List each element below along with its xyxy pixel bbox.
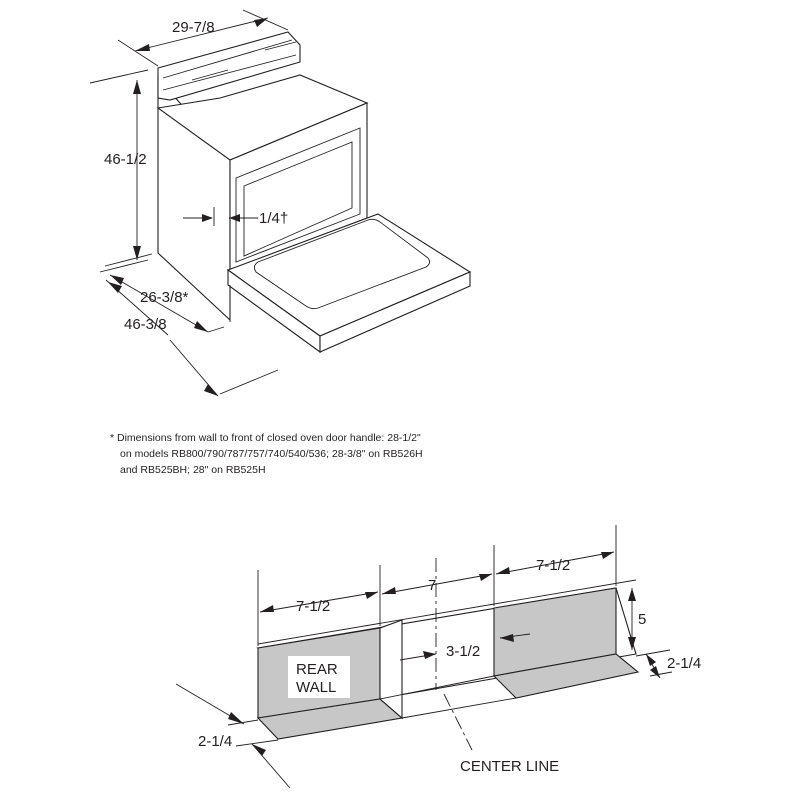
left-depth-label: 2-1/4 <box>198 733 232 750</box>
height-5-dimension: 5 <box>628 588 646 650</box>
height-dimension: 46-1/2 <box>89 69 153 267</box>
right-depth-label: 2-1/4 <box>667 655 701 672</box>
left-width-dimension: 7-1/2 <box>259 591 379 615</box>
height-dimension-label: 46-1/2 <box>104 151 147 168</box>
center-width-label: 7 <box>428 577 436 594</box>
footnote-line-2: on models RB800/790/787/757/740/540/536;… <box>120 448 423 460</box>
width-dimension-label: 29-7/8 <box>172 19 215 36</box>
range-drawing <box>156 31 472 354</box>
depth-closed-label: 26-3/8* <box>140 289 189 306</box>
inner-gap-dimension: 3-1/2 <box>399 633 531 661</box>
rear-wall-label-line-2: WALL <box>296 679 336 696</box>
range-backguard <box>157 31 301 101</box>
left-width-label: 7-1/2 <box>296 598 330 615</box>
oven-opening <box>235 127 361 263</box>
width-dimension: 29-7/8 <box>117 9 289 67</box>
right-width-label: 7-1/2 <box>536 557 570 574</box>
rear-wall-label-box: REAR WALL <box>288 656 350 698</box>
rear-wall-label-line-1: REAR <box>296 661 338 678</box>
footnote-line-3: and RB525BH; 28" on RB525H <box>120 464 266 476</box>
door-gap-dimension: 1/4† <box>183 207 288 227</box>
height-label: 5 <box>638 611 646 628</box>
footnote-line-1: * Dimensions from wall to front of close… <box>110 432 421 444</box>
depth-open-label: 46-3/8 <box>124 316 167 333</box>
right-width-dimension: 7-1/2 <box>495 551 615 575</box>
center-line-label: CENTER LINE <box>460 758 559 775</box>
inner-gap-label: 3-1/2 <box>446 643 480 660</box>
left-depth-dimension: 2-1/4 <box>175 683 291 789</box>
center-line-marker: CENTER LINE <box>435 558 559 775</box>
right-depth-dimension: 2-1/4 <box>635 649 701 679</box>
depth-closed-dimension: 26-3/8* <box>99 259 225 333</box>
footnote: * Dimensions from wall to front of close… <box>110 432 423 476</box>
door-window <box>253 218 431 310</box>
range-cooktop <box>156 74 369 161</box>
door-gap-label: 1/4† <box>259 210 288 227</box>
width-ticks <box>257 525 617 646</box>
depth-open-dimension: 46-3/8 <box>105 279 279 397</box>
center-width-dimension: 7 <box>381 573 493 595</box>
right-floor-block <box>492 653 640 699</box>
